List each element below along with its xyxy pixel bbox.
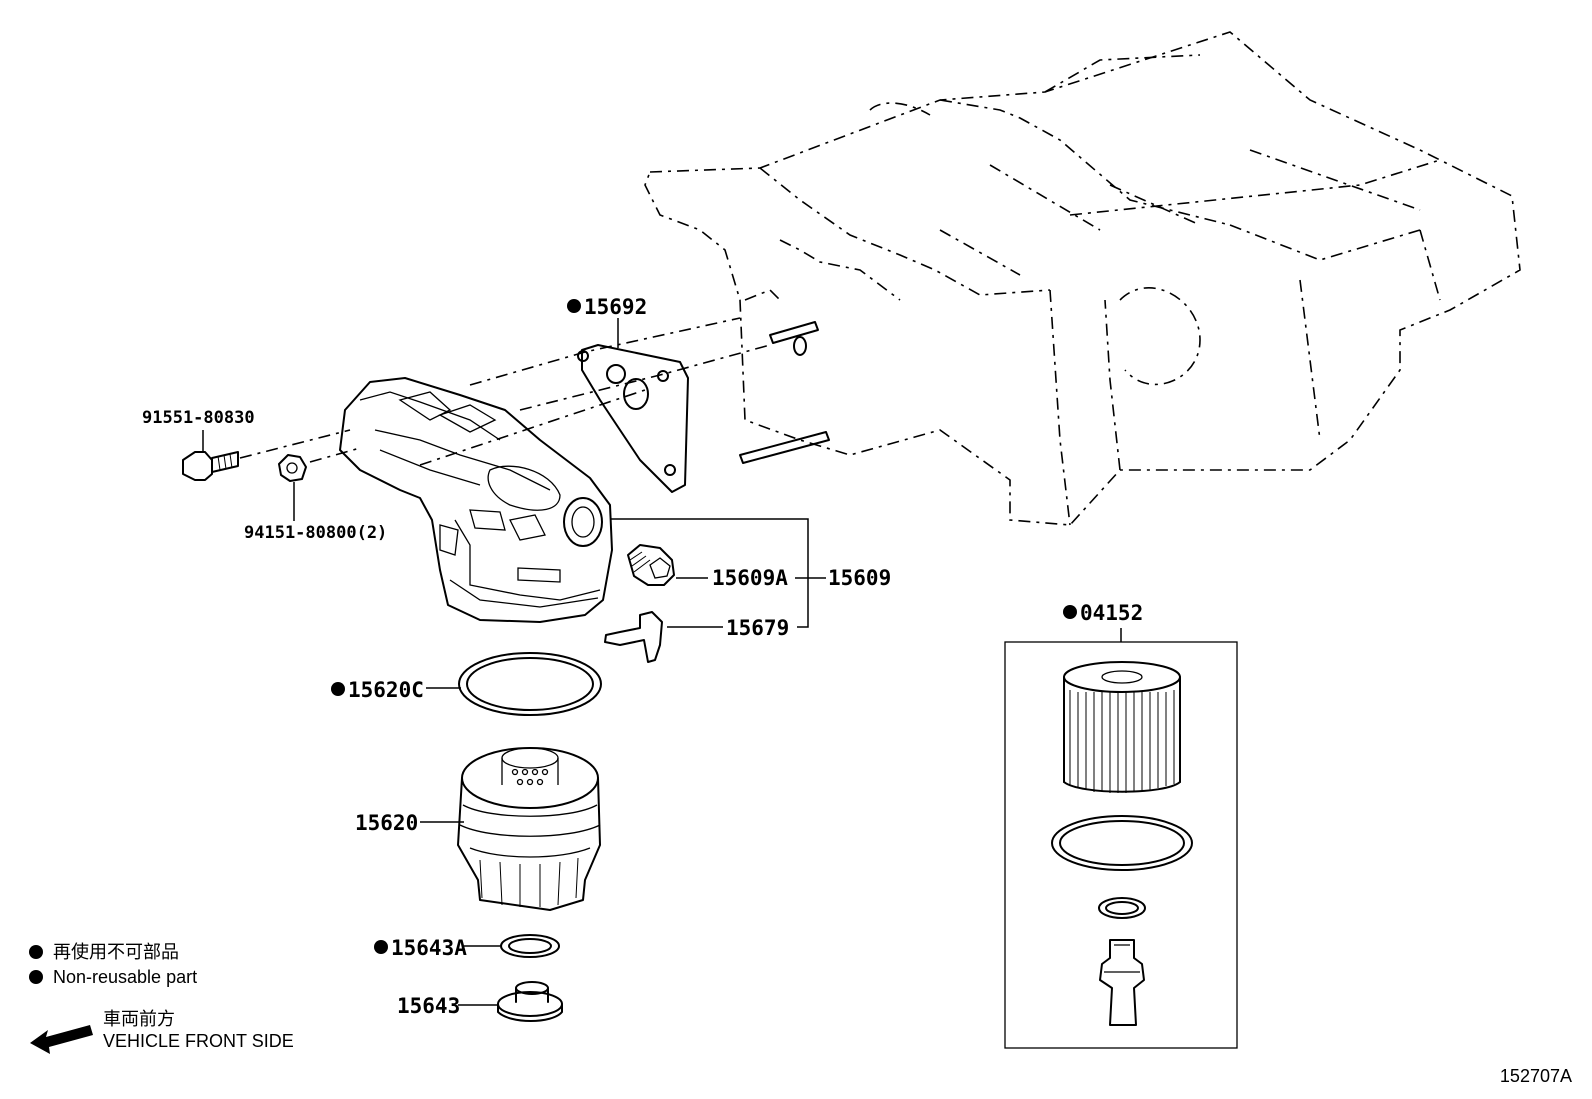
legend-front-jp: 車両前方 — [103, 1009, 175, 1029]
figure-number: 152707A — [1500, 1066, 1572, 1086]
oil-filter-bracket-illustration — [339, 377, 613, 623]
legend-nonreusable-jp: 再使用不可部品 — [53, 942, 179, 962]
legend-front-en: VEHICLE FRONT SIDE — [103, 1031, 294, 1051]
front-arrow-icon — [30, 1025, 93, 1054]
element-kit-04152-illustration — [1004, 641, 1238, 1049]
plug-15609a-illustration — [627, 544, 675, 586]
label-91551-80830: 91551-80830 — [142, 408, 255, 428]
nonreusable-marker — [1063, 605, 1077, 619]
part-labels: 15692 91551-80830 94151-80800(2) 15609A … — [142, 295, 1143, 1018]
bolt-91551-illustration — [182, 451, 239, 481]
union-15679-illustration — [604, 611, 663, 663]
label-94151-80800: 94151-80800(2) — [244, 523, 387, 543]
label-15620: 15620 — [355, 811, 418, 835]
label-15620c: 15620C — [348, 678, 424, 702]
cap-15620-illustration — [457, 747, 601, 911]
nonreusable-marker — [374, 940, 388, 954]
label-15679: 15679 — [726, 616, 789, 640]
drain-plug-15643-illustration — [497, 981, 563, 1022]
legend: 再使用不可部品 Non-reusable part 車両前方 VEHICLE F… — [29, 942, 294, 1054]
legend-nonreusable-en: Non-reusable part — [53, 967, 197, 987]
nonreusable-marker — [331, 682, 345, 696]
label-15643: 15643 — [397, 994, 460, 1018]
gasket-15643a-illustration — [500, 934, 560, 958]
label-04152: 04152 — [1080, 601, 1143, 625]
oil-pan-outline — [644, 31, 1521, 526]
label-15609: 15609 — [828, 566, 891, 590]
assembly-lines — [239, 317, 771, 466]
legend-bullet — [29, 970, 43, 984]
leader-lines — [202, 318, 1122, 1006]
label-15643a: 15643A — [391, 936, 467, 960]
nonreusable-marker — [567, 299, 581, 313]
label-15609a: 15609A — [712, 566, 788, 590]
gasket-15692-illustration — [577, 344, 689, 493]
legend-bullet — [29, 945, 43, 959]
nut-94151-illustration — [278, 454, 307, 482]
o-ring-15620c-illustration — [458, 652, 602, 716]
label-15692: 15692 — [584, 295, 647, 319]
